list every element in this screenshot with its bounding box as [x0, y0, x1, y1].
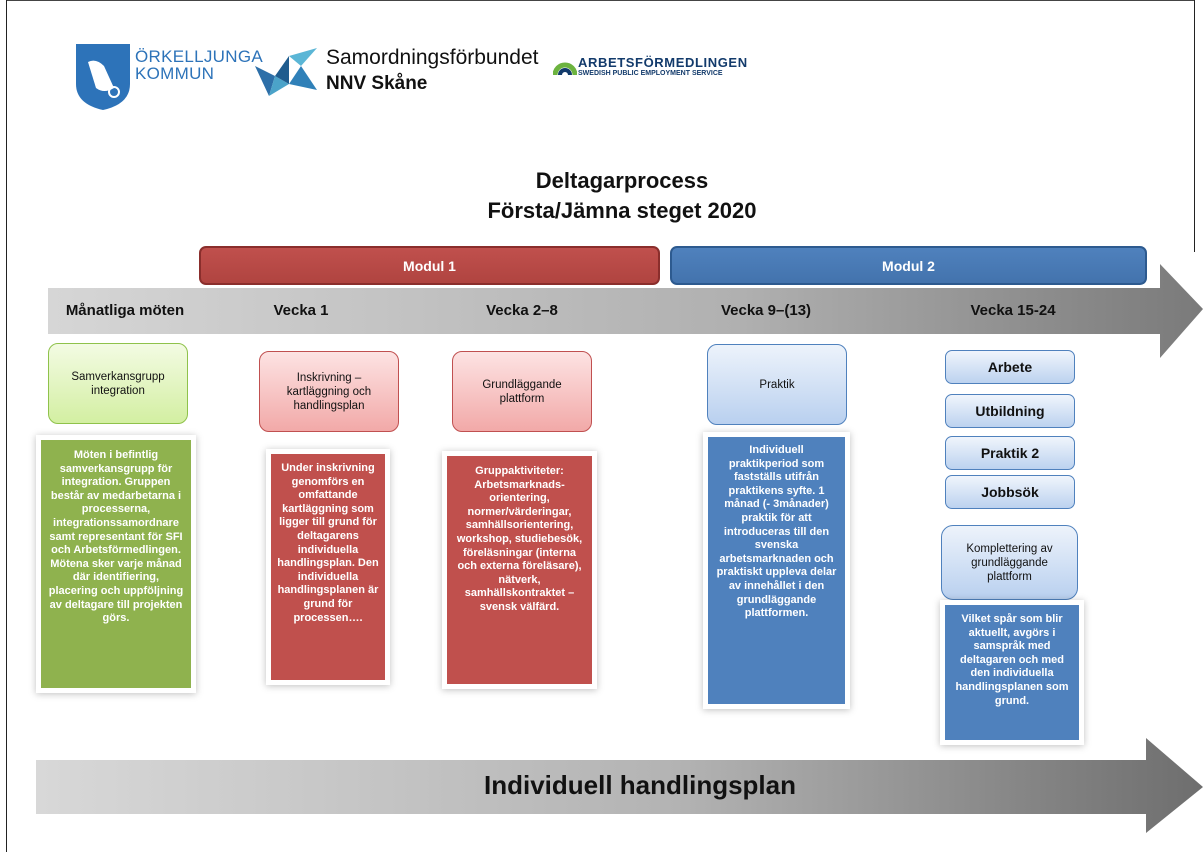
option-arbete: Arbete	[945, 350, 1075, 384]
option-praktik-2-label: Praktik 2	[980, 445, 1040, 461]
praktik-label: Praktik	[759, 378, 795, 391]
samverkansgrupp-label: Samverkansgrupp integration	[71, 370, 165, 397]
orkelljunga-line1: ÖRKELLJUNGA	[135, 47, 264, 66]
option-jobbsok: Jobbsök	[945, 475, 1075, 509]
modul-2-label: Modul 2	[882, 257, 935, 274]
praktik-box: Praktik	[707, 344, 847, 425]
komplettering-detail: Vilket spår som blir aktuellt, avgörs i …	[945, 605, 1079, 740]
orkelljunga-wordmark: ÖRKELLJUNGA KOMMUN	[135, 48, 263, 82]
option-praktik-2: Praktik 2	[945, 436, 1075, 470]
option-utbildning-label: Utbildning	[975, 403, 1045, 419]
orkelljunga-shield-icon	[76, 44, 130, 110]
phase-label-vecka-9-13: Vecka 9–(13)	[720, 302, 812, 319]
modul-2-bar: Modul 2	[670, 246, 1147, 285]
samverkansgrupp-detail: Möten i befintlig samverkansgrupp för in…	[41, 440, 191, 688]
grundlaggande-plattform-detail: Gruppaktiviteter: Arbetsmarknads-oriente…	[447, 456, 592, 684]
frame-right-border	[1194, 0, 1195, 252]
nnv-line1: Samordningsförbundet	[326, 46, 539, 69]
nnv-bird-icon	[255, 48, 317, 96]
phase-label-vecka-1: Vecka 1	[273, 302, 329, 319]
arbetsformedlingen-icon	[553, 62, 577, 76]
orkelljunga-line2: KOMMUN	[135, 64, 215, 83]
frame-top-border	[6, 0, 1195, 1]
grundlaggande-plattform-label: Grundläggande plattform	[482, 378, 562, 405]
phase-label-vecka-15-24: Vecka 15-24	[970, 302, 1056, 319]
modul-1-label: Modul 1	[403, 257, 456, 274]
modul-1-bar: Modul 1	[199, 246, 660, 285]
samverkansgrupp-box: Samverkansgrupp integration	[48, 343, 188, 424]
af-line1: ARBETSFÖRMEDLINGEN	[578, 55, 748, 70]
praktik-detail: Individuell praktikperiod som fastställs…	[708, 437, 845, 704]
nnv-line2: NNV Skåne	[326, 73, 428, 94]
phase-label-manatliga: Månatliga möten	[65, 302, 185, 319]
inskrivning-detail: Under inskrivning genomförs en omfattand…	[271, 454, 385, 680]
inskrivning-box: Inskrivning – kartläggning och handlings…	[259, 351, 399, 432]
option-arbete-label: Arbete	[987, 359, 1033, 375]
option-jobbsok-label: Jobbsök	[981, 484, 1039, 500]
diagram-title: Deltagarprocess	[535, 168, 709, 193]
frame-left-border	[6, 0, 7, 852]
option-utbildning: Utbildning	[945, 394, 1075, 428]
af-line2: SWEDISH PUBLIC EMPLOYMENT SERVICE	[578, 70, 723, 77]
komplettering-label: Komplettering av grundläggande plattform	[966, 542, 1053, 583]
inskrivning-label: Inskrivning – kartläggning och handlings…	[286, 371, 372, 412]
grundlaggande-plattform-box: Grundläggande plattform	[452, 351, 592, 432]
individuell-handlingsplan-label: Individuell handlingsplan	[483, 770, 796, 800]
diagram-subtitle: Första/Jämna steget 2020	[487, 198, 757, 223]
komplettering-box: Komplettering av grundläggande plattform	[941, 525, 1078, 600]
phase-label-vecka-2-8: Vecka 2–8	[486, 302, 558, 319]
